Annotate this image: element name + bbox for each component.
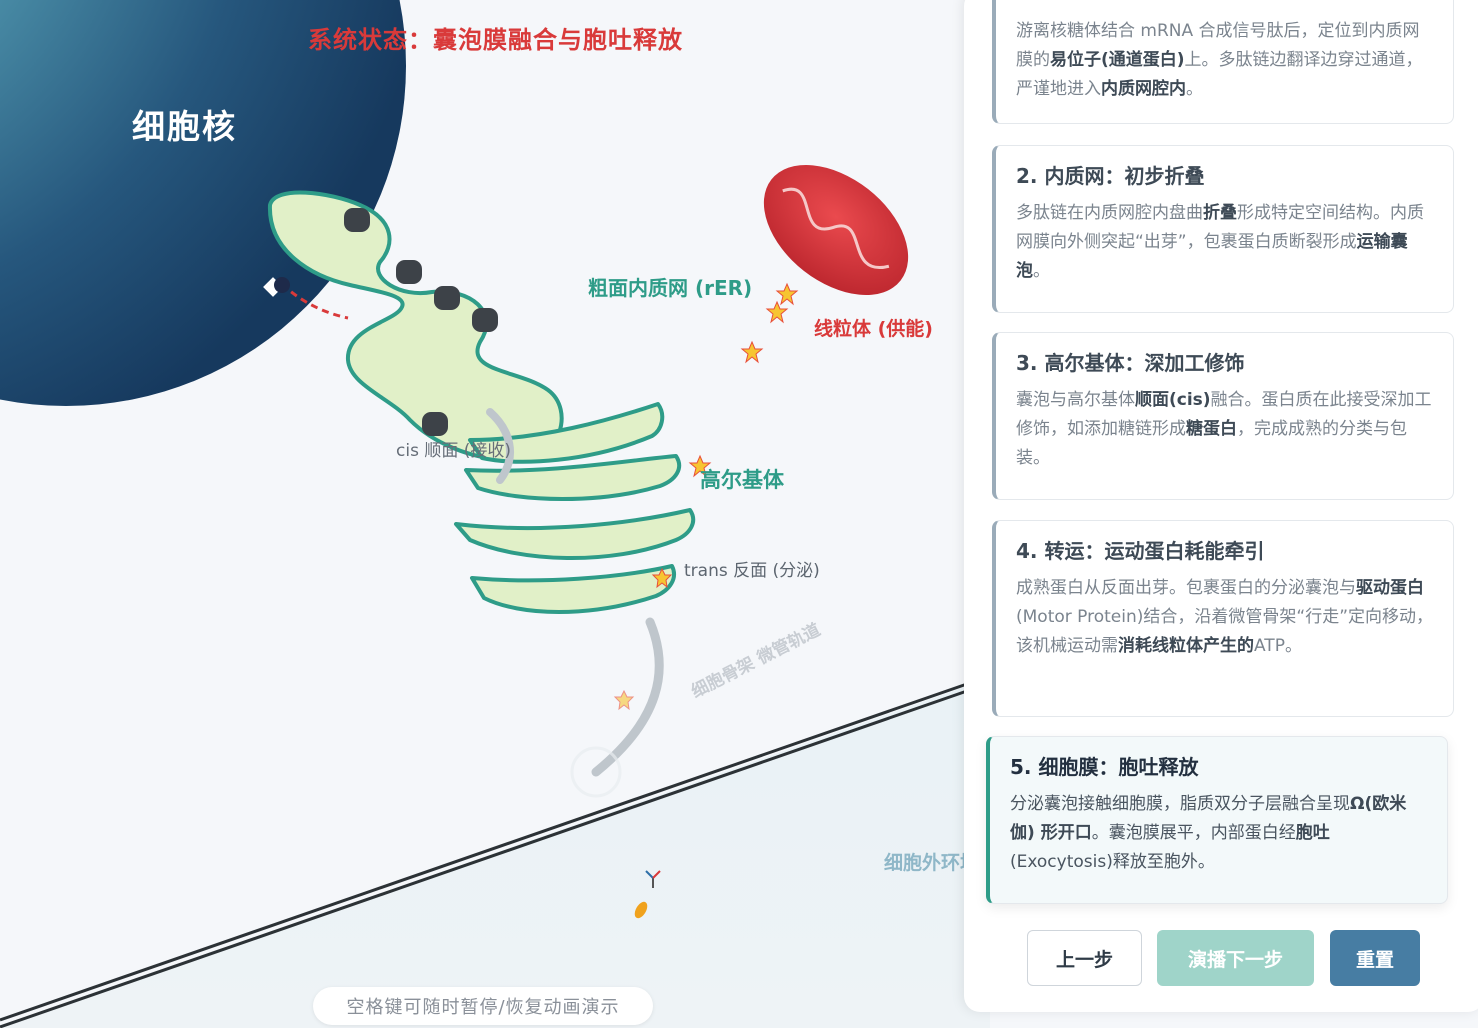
step-card-1[interactable]: 游离核糖体结合 mRNA 合成信号肽后，定位到内质网膜的易位子(通道蛋白)上。多… xyxy=(992,0,1454,124)
step-highlight: 内质网腔内 xyxy=(1101,79,1186,99)
step-3-text: 囊泡与高尔基体顺面(cis)融合。蛋白质在此接受深加工修饰，如添加糖链形成糖蛋白… xyxy=(1016,390,1432,468)
extracellular-label: 细胞外环境 xyxy=(884,852,980,874)
mitochondrion xyxy=(763,164,909,296)
step-1-text: 游离核糖体结合 mRNA 合成信号肽后，定位到内质网膜的易位子(通道蛋白)上。多… xyxy=(1016,21,1423,99)
step-highlight: 驱动蛋白 xyxy=(1356,578,1424,598)
rer-label: 粗面内质网 (rER) xyxy=(588,276,753,300)
cis-face-label: cis 顺面 (接收) xyxy=(396,441,511,461)
nucleus xyxy=(0,0,406,406)
step-card-4[interactable]: 4. 转运：运动蛋白耗能牵引 成熟蛋白从反面出芽。包裹蛋白的分泌囊泡与驱动蛋白(… xyxy=(992,520,1454,717)
step-highlight: 消耗线粒体产生的 xyxy=(1118,636,1254,656)
step-card-3[interactable]: 3. 高尔基体：深加工修饰 囊泡与高尔基体顺面(cis)融合。蛋白质在此接受深加… xyxy=(992,332,1454,500)
prev-step-button[interactable]: 上一步 xyxy=(1027,930,1142,986)
trans-face-label: trans 反面 (分泌) xyxy=(684,561,820,581)
step-2-text: 多肽链在内质网腔内盘曲折叠形成特定空间结构。内质网膜向外侧突起“出芽”，包裹蛋白… xyxy=(1016,203,1424,281)
step-highlight: Ω(欧米伽) 形开口 xyxy=(1010,794,1407,843)
step-highlight: 胞吐 xyxy=(1295,823,1330,843)
cell-membrane xyxy=(0,674,991,1022)
step-3-title: 3. 高尔基体：深加工修饰 xyxy=(1016,351,1245,375)
reset-button[interactable]: 重置 xyxy=(1330,930,1420,986)
microtubule xyxy=(591,617,664,777)
atp-particles xyxy=(613,282,799,711)
step-2-title: 2. 内质网：初步折叠 xyxy=(1016,164,1205,188)
step-card-2[interactable]: 2. 内质网：初步折叠 多肽链在内质网腔内盘曲折叠形成特定空间结构。内质网膜向外… xyxy=(992,145,1454,313)
step-highlight: 顺面(cis) xyxy=(1135,390,1211,410)
ribosome-free xyxy=(274,277,290,293)
nucleus-label: 细胞核 xyxy=(132,107,237,146)
step-highlight: 运输囊泡 xyxy=(1016,232,1408,281)
step-highlight: 易位子(通道蛋白) xyxy=(1050,50,1185,70)
step-highlight: 折叠 xyxy=(1203,203,1237,223)
mitochondria-label: 线粒体 (供能) xyxy=(814,318,933,340)
released-glycoprotein xyxy=(634,870,661,919)
step-5-text: 分泌囊泡接触细胞膜，脂质双分子层融合呈现Ω(欧米伽) 形开口。囊泡膜展平，内部蛋… xyxy=(1010,794,1407,872)
steps-panel[interactable]: 游离核糖体结合 mRNA 合成信号肽后，定位到内质网膜的易位子(通道蛋白)上。多… xyxy=(964,0,1478,1012)
vesicle-fusing xyxy=(570,746,622,798)
golgi-apparatus xyxy=(454,402,696,614)
system-status: 系统状态：囊泡膜融合与胞吐释放 xyxy=(308,26,683,54)
ribosomes xyxy=(344,208,498,436)
step-highlight: 糖蛋白 xyxy=(1186,419,1237,439)
pause-hint: 空格键可随时暂停/恢复动画演示 xyxy=(313,987,653,1025)
step-5-title: 5. 细胞膜：胞吐释放 xyxy=(1010,755,1199,779)
step-4-text: 成熟蛋白从反面出芽。包裹蛋白的分泌囊泡与驱动蛋白(Motor Protein)结… xyxy=(1016,578,1433,656)
next-step-button[interactable]: 演播下一步 xyxy=(1157,930,1314,986)
step-4-title: 4. 转运：运动蛋白耗能牵引 xyxy=(1016,539,1265,563)
step-card-5-active[interactable]: 5. 细胞膜：胞吐释放 分泌囊泡接触细胞膜，脂质双分子层融合呈现Ω(欧米伽) 形… xyxy=(986,736,1448,904)
golgi-label: 高尔基体 xyxy=(700,468,784,492)
